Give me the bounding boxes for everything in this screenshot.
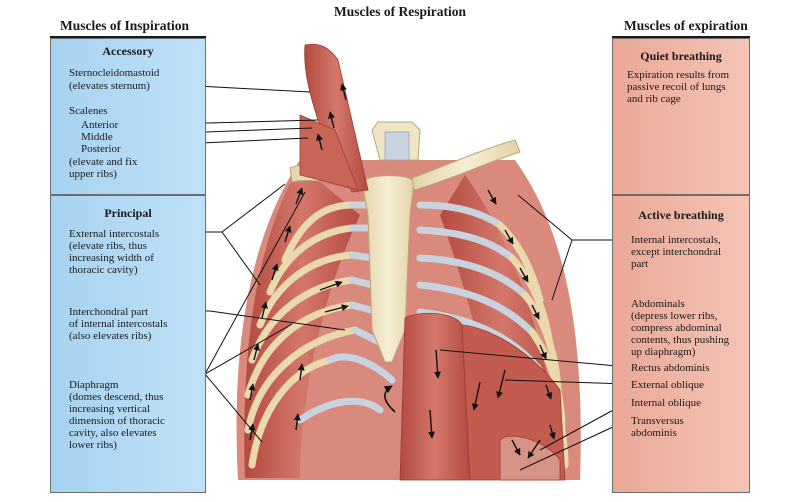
interchondral-label: Interchondral part bbox=[69, 306, 149, 318]
scalene-posterior-label: Posterior bbox=[81, 143, 121, 155]
internal-intercostals-label: Internal intercostals, bbox=[631, 234, 721, 246]
diaphragm-line-2: (domes descend, thus bbox=[69, 391, 164, 403]
scalenes-label: Scalenes bbox=[69, 105, 108, 117]
diaphragm-line-3: increasing vertical bbox=[69, 403, 150, 415]
external-intercostals-line-4: thoracic cavity) bbox=[69, 264, 138, 276]
interchondral-line-2: of internal intercostals bbox=[69, 318, 168, 330]
external-intercostals-line-2: (elevate ribs, thus bbox=[69, 240, 147, 252]
scalene-muscles bbox=[299, 114, 359, 191]
quiet-breathing-panel: Quiet breathing Expiration results from … bbox=[612, 38, 750, 195]
muscle-action-arrows bbox=[248, 83, 556, 459]
quiet-line-3: and rib cage bbox=[627, 93, 681, 105]
expiration-heading: Muscles of expiration bbox=[624, 18, 748, 33]
scalene-action-line-1: (elevate and fix bbox=[69, 156, 138, 168]
internal-intercostals-line-3: part bbox=[631, 258, 649, 270]
diaphragm-arrow bbox=[383, 385, 396, 413]
internal-oblique-label: Internal oblique bbox=[631, 397, 701, 409]
inspiration-heading-rule bbox=[50, 36, 206, 38]
figure-title: Muscles of Respiration bbox=[334, 4, 466, 19]
inspiration-heading: Muscles of Inspiration bbox=[60, 18, 190, 33]
principal-heading: Principal bbox=[104, 206, 152, 220]
principal-panel: Principal External intercostals (elevate… bbox=[50, 195, 206, 493]
rectus-abdominis-muscle bbox=[399, 312, 471, 481]
abdominals-line-3: compress abdominal bbox=[631, 322, 722, 334]
abdominals-line-5: up diaphragm) bbox=[631, 346, 696, 358]
external-oblique-label: External oblique bbox=[631, 379, 705, 391]
diaphragm-line-4: dimension of thoracic bbox=[69, 415, 165, 427]
scm-action: (elevates sternum) bbox=[69, 80, 150, 92]
external-intercostals-label: External intercostals bbox=[69, 228, 160, 240]
sternocleidomastoid-muscle bbox=[304, 43, 369, 193]
left-ribs bbox=[244, 201, 396, 469]
expiration-heading-rule bbox=[612, 36, 750, 38]
scalene-anterior-label: Anterior bbox=[81, 119, 119, 131]
internal-intercostals-line-2: except interchondral bbox=[631, 246, 722, 258]
quiet-breathing-heading: Quiet breathing bbox=[640, 49, 722, 63]
transversus-line-2: abdominis bbox=[631, 427, 677, 439]
accessory-heading: Accessory bbox=[102, 44, 154, 58]
interchondral-line-3: (also elevates ribs) bbox=[69, 330, 152, 342]
diaphragm-label: Diaphragm bbox=[69, 379, 119, 391]
rectus-abdominis-label: Rectus abdominis bbox=[631, 362, 710, 374]
quiet-line-1: Expiration results from bbox=[627, 69, 730, 81]
trachea bbox=[384, 131, 410, 161]
scm-label: Sternocleidomastoid bbox=[69, 67, 160, 79]
active-breathing-heading: Active breathing bbox=[638, 208, 724, 222]
quiet-line-2: passive recoil of lungs bbox=[627, 81, 726, 93]
abdominals-line-4: contents, thus pushing bbox=[631, 334, 730, 346]
active-breathing-panel: Active breathing Internal intercostals, … bbox=[612, 195, 750, 493]
external-intercostals-line-3: increasing width of bbox=[69, 252, 154, 264]
diaphragm-line-5: cavity, also elevates bbox=[69, 427, 157, 439]
right-clavicle bbox=[411, 139, 521, 191]
transversus-label: Transversus bbox=[631, 415, 684, 427]
scalene-middle-label: Middle bbox=[81, 131, 113, 143]
diaphragm-line-6: lower ribs) bbox=[69, 439, 117, 451]
scalene-action-line-2: upper ribs) bbox=[69, 168, 117, 180]
accessory-panel: Accessory Sternocleidomastoid (elevates … bbox=[50, 38, 206, 195]
abdominals-label: Abdominals bbox=[631, 298, 685, 310]
abdominals-line-2: (depress lower ribs, bbox=[631, 310, 718, 322]
